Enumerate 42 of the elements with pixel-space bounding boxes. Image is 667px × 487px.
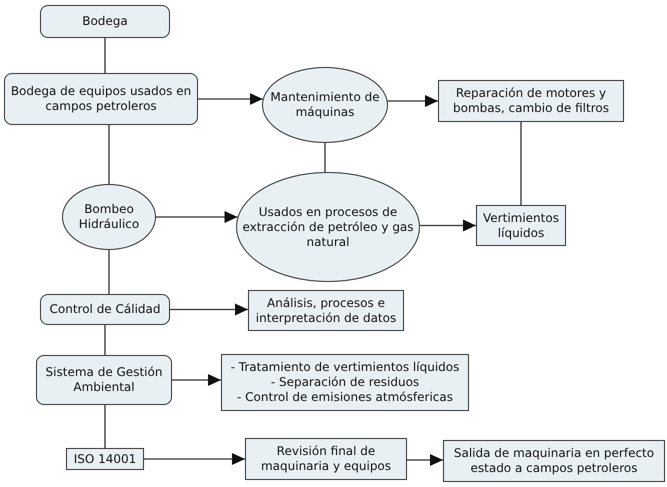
connector-line [324,143,326,172]
connector-line [108,250,110,294]
arrow [407,454,443,466]
node-text: Mantenimiento de máquinas [269,90,381,120]
process-box [36,355,172,405]
process-box [248,290,404,331]
arrow [170,304,248,316]
node-text: - Tratamiento de vertimientos líquidos [230,360,460,375]
node-text: ISO 14001 [74,452,136,466]
process-box [438,80,624,122]
title-box [40,5,170,38]
node-text: Reparación de motores y bombas, cambio de filtros [452,86,610,116]
process-box [221,354,469,411]
connector-line [104,405,106,448]
arrow [420,220,476,232]
node-text: Análisis, procesos e interpretación de datos [254,296,398,326]
process-box [40,294,170,325]
node-text: Control de Cálidad [50,302,160,317]
arrow [144,453,245,465]
connector-line [520,122,522,205]
arrow [198,93,263,105]
process-box [4,73,198,125]
connector-line [104,325,106,355]
node-text: - Separación de residuos [270,375,420,390]
process-box [443,440,665,482]
node-text: Salida de maquinaria en perfecto estado a campos petroleros [452,446,656,476]
node-text: - Control de emisiones atmósfericas [237,390,453,405]
arrow [388,95,438,107]
node-text: Usados en procesos de extracción de petróleo y gas natural [241,204,415,250]
arrow [172,374,221,386]
arrow [156,211,238,223]
node-text: Sistema de Gestión Ambiental [44,365,164,395]
connector-line [108,125,110,184]
connector-line [104,38,106,73]
node-text: Vertimientos líquidos [482,210,560,240]
node-text: Bodega de equipos usados en campos petroleros [10,84,192,114]
node-text: Bodega [82,14,128,29]
process-box [245,438,407,480]
process-box [476,205,566,246]
node-text: Bombeo Hidráulico [78,202,140,232]
process-box [66,448,144,470]
node-text: Revisión final de maquinaria y equipos [260,444,392,474]
